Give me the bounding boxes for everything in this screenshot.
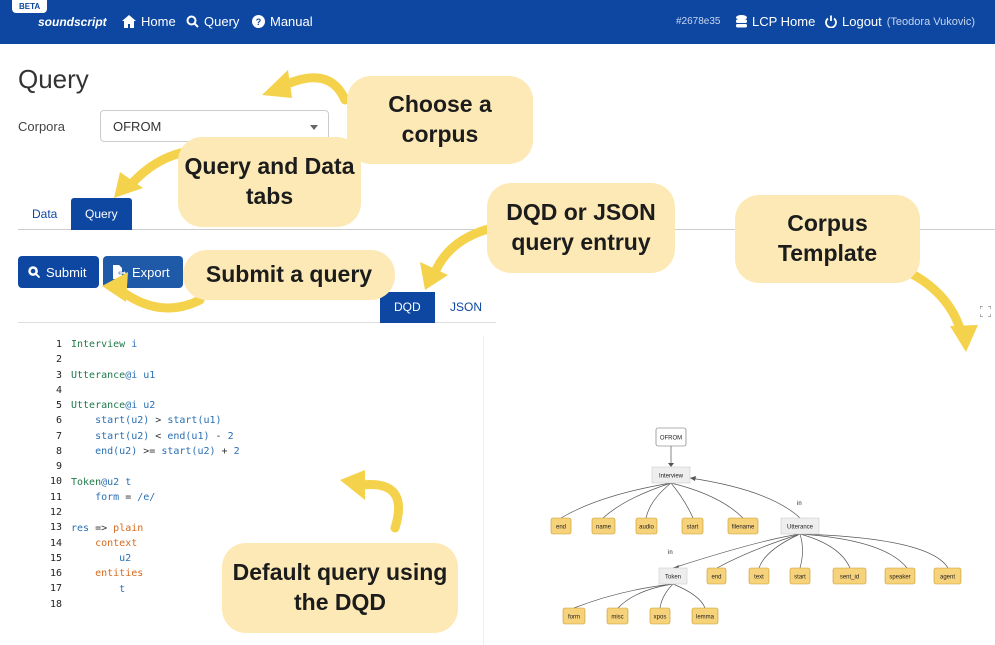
nav-manual[interactable]: ? Manual bbox=[252, 14, 313, 29]
tab-data[interactable]: Data bbox=[32, 207, 58, 221]
editor-tabs: DQD JSON bbox=[18, 292, 496, 323]
search-icon bbox=[186, 15, 199, 28]
chevron-down-icon bbox=[310, 125, 318, 130]
submit-button-label: Submit bbox=[46, 264, 87, 280]
tab-query[interactable]: Query bbox=[71, 198, 132, 230]
line-number: 8 bbox=[55, 446, 62, 457]
nav-lcp-home-label: LCP Home bbox=[752, 14, 816, 29]
search-icon bbox=[28, 266, 40, 278]
tree-attr-token-lemma: lemma bbox=[696, 615, 715, 621]
line-number: 17 bbox=[49, 583, 62, 594]
line-number: 12 bbox=[49, 507, 62, 518]
tree-attr-utterance-sent-id: sent_id bbox=[840, 575, 859, 581]
tree-node-root-label: OFROM bbox=[660, 436, 682, 442]
edge-label-in: in bbox=[668, 550, 673, 556]
tree-node-token-label: Token bbox=[665, 575, 681, 581]
tree-attr-token-misc: misc bbox=[611, 615, 623, 621]
nav-home[interactable]: Home bbox=[122, 14, 176, 29]
tab-json[interactable]: JSON bbox=[450, 300, 483, 314]
line-number: 14 bbox=[49, 538, 62, 549]
callout-query-data-tabs: Query and Data tabs bbox=[178, 137, 361, 227]
nav-query[interactable]: Query bbox=[186, 14, 239, 29]
pane-divider bbox=[483, 336, 484, 645]
tree-attr-interview-filename: filename bbox=[732, 525, 755, 531]
code-text[interactable]: Interview i Utterance@i u1 Utterance@i u… bbox=[71, 339, 240, 595]
question-circle-icon: ? bbox=[252, 15, 265, 28]
corpora-label: Corpora bbox=[18, 119, 65, 134]
callout-dqd-json: DQD or JSON query entruy bbox=[487, 183, 675, 273]
tree-attr-utterance-speaker: speaker bbox=[889, 575, 910, 581]
edge-label-in: in bbox=[797, 501, 802, 507]
brand-logo[interactable]: soundscript bbox=[38, 15, 107, 29]
database-icon bbox=[736, 15, 747, 28]
line-number: 18 bbox=[49, 599, 62, 610]
tree-node-root: OFROM bbox=[655, 427, 687, 447]
dqd-code-editor[interactable]: 1 2 3 4 5 6 7 8 9 10 11 12 13 14 15 16 1… bbox=[18, 335, 482, 640]
nav-query-label: Query bbox=[204, 14, 240, 29]
power-icon bbox=[825, 15, 837, 28]
nav-logout-label: Logout bbox=[842, 14, 882, 29]
tree-attr-interview-start: start bbox=[687, 525, 699, 531]
beta-badge: BETA bbox=[12, 0, 48, 13]
nav-user: (Teodora Vukovic) bbox=[886, 15, 976, 28]
nav-lcp-home[interactable]: LCP Home bbox=[736, 14, 815, 29]
tree-node-utterance-label: Utterance bbox=[787, 525, 814, 531]
nav-logout[interactable]: Logout (Teodora Vukovic) bbox=[825, 14, 975, 29]
line-number: 1 bbox=[55, 339, 62, 350]
tree-attr-utterance-end: end bbox=[711, 575, 721, 581]
line-number: 13 bbox=[49, 522, 62, 533]
tree-node-interview-label: Interview bbox=[659, 474, 684, 480]
line-number: 5 bbox=[55, 400, 62, 411]
callout-choose-corpus: Choose a corpus bbox=[347, 76, 533, 164]
line-number: 11 bbox=[49, 492, 62, 503]
tree-attr-interview-name: name bbox=[596, 525, 612, 531]
tree-attr-token-xpos: xpos bbox=[654, 615, 667, 621]
corpus-template-graph: in in OFROM Interview Utterance Token en… bbox=[550, 427, 962, 625]
tree-attr-utterance-start: start bbox=[794, 575, 806, 581]
tree-node-token: Token bbox=[658, 567, 688, 585]
tree-attr-token-form: form bbox=[568, 615, 580, 621]
line-number: 3 bbox=[55, 370, 62, 381]
submit-button[interactable]: Submit bbox=[18, 256, 99, 288]
line-number: 9 bbox=[55, 461, 62, 472]
line-number: 6 bbox=[55, 415, 62, 426]
export-button-label: Export bbox=[132, 264, 170, 280]
tab-dqd[interactable]: DQD bbox=[380, 292, 435, 323]
corpus-select-value: OFROM bbox=[113, 119, 162, 134]
line-number: 10 bbox=[49, 476, 62, 487]
page-title: Query bbox=[18, 64, 89, 94]
line-number: 4 bbox=[55, 385, 62, 396]
tree-node-interview: Interview bbox=[651, 466, 691, 484]
home-icon bbox=[122, 15, 136, 28]
tree-attr-utterance-text: text bbox=[754, 575, 764, 581]
nav-home-label: Home bbox=[141, 14, 176, 29]
nav-manual-label: Manual bbox=[270, 14, 313, 29]
line-number: 16 bbox=[49, 568, 62, 579]
line-number: 15 bbox=[49, 553, 62, 564]
top-navbar: BETA soundscript Home Query ? Manual #26… bbox=[0, 0, 995, 44]
tree-attr-interview-end: end bbox=[556, 525, 566, 531]
line-number: 7 bbox=[55, 431, 62, 442]
build-hash: #2678e35 bbox=[676, 16, 721, 27]
callout-default-query: Default query using the DQD bbox=[222, 543, 458, 633]
svg-text:?: ? bbox=[256, 17, 262, 27]
tree-node-utterance: Utterance bbox=[780, 517, 820, 535]
line-number: 2 bbox=[55, 354, 62, 365]
tree-attr-utterance-agent: agent bbox=[940, 575, 955, 581]
callout-submit-query: Submit a query bbox=[183, 250, 395, 300]
tree-attr-interview-audio: audio bbox=[639, 525, 654, 531]
callout-corpus-template: Corpus Template bbox=[735, 195, 920, 283]
